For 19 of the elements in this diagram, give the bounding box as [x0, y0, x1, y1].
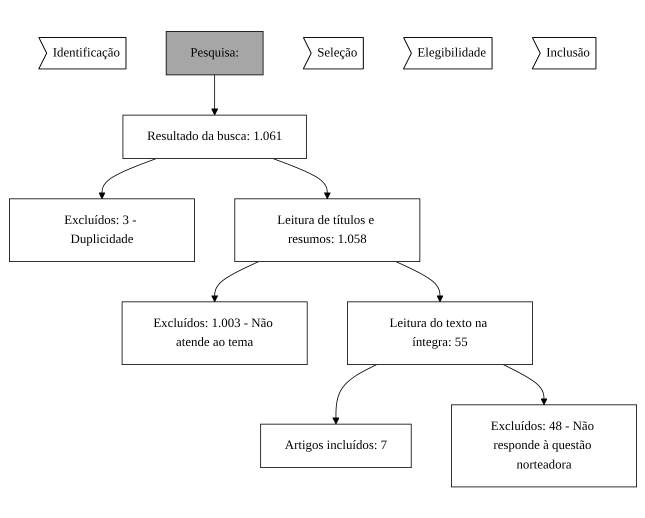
arrow [395, 261, 444, 302]
process-box: Resultado da busca: 1.061 [122, 114, 306, 159]
stage-label: Inclusão [531, 36, 596, 70]
process-box: Artigos incluídos: 7 [260, 424, 412, 468]
arrow [210, 261, 259, 302]
arrow [332, 364, 376, 424]
process-box: Excluídos: 3 - Duplicidade [8, 198, 194, 262]
stage-label: Elegibilidade [402, 36, 492, 70]
stage-label: Identificação [38, 36, 126, 70]
process-box: Leitura de títulos e resumos: 1.058 [234, 198, 420, 262]
arrow [272, 158, 330, 199]
process-box: Leitura do texto na íntegra: 55 [346, 301, 532, 365]
arrow [502, 364, 548, 405]
arrow [210, 74, 218, 116]
arrow [98, 158, 156, 199]
stage-label: Seleção [302, 36, 364, 70]
search-box: Pesquisa: [165, 30, 264, 76]
process-box: Excluídos: 1.003 - Não atende ao tema [121, 301, 308, 365]
process-box: Excluídos: 48 - Não responde à questão norteadora [450, 404, 636, 488]
